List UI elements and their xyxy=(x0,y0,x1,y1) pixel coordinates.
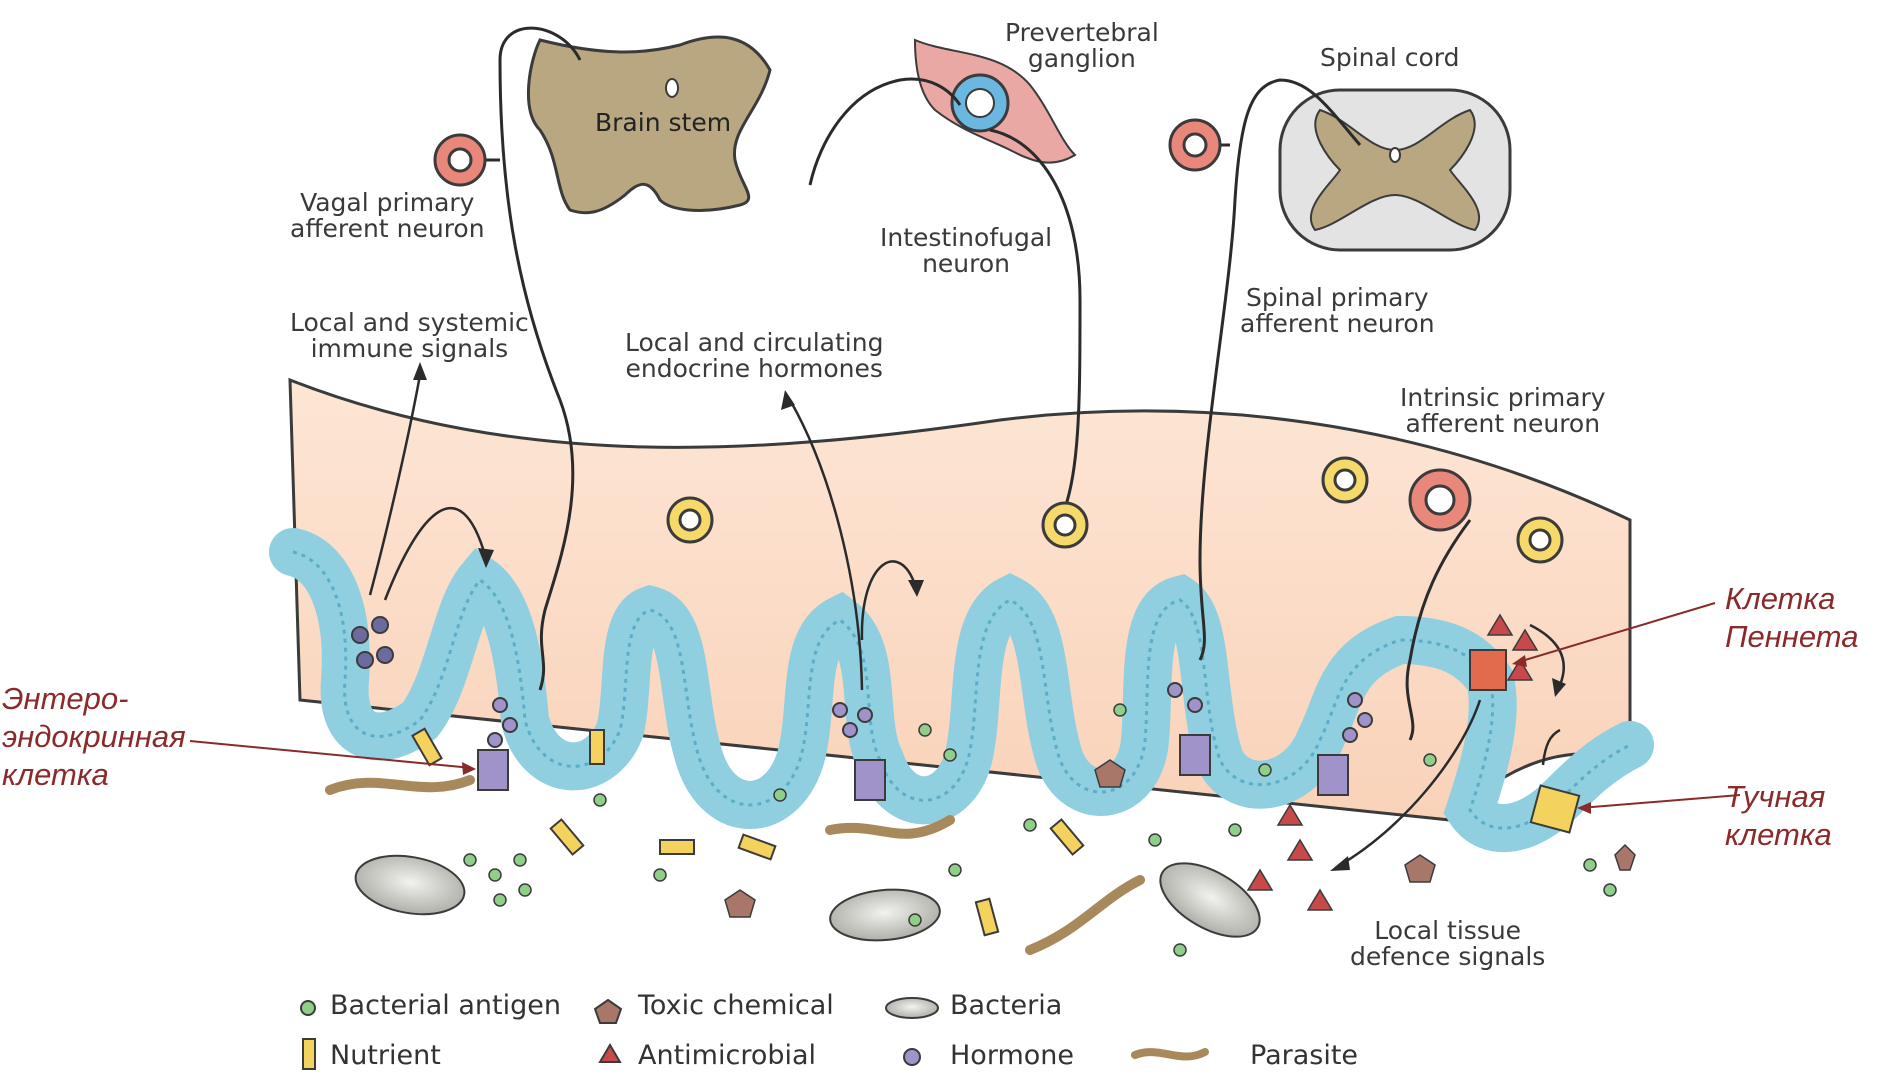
legend-hormone: Hormone xyxy=(950,1040,1074,1071)
intrinsic-neuron-left xyxy=(1323,458,1367,502)
legend-toxic-chemical: Toxic chemical xyxy=(638,990,834,1021)
spinal-central-canal xyxy=(1390,148,1400,162)
legend-antimicrobial: Antimicrobial xyxy=(638,1040,816,1071)
legend-bacterial-antigen: Bacterial antigen xyxy=(330,990,561,1021)
legend-bacteria: Bacteria xyxy=(950,990,1062,1021)
brain-stem-canal xyxy=(666,79,678,97)
label-spinal-cord: Spinal cord xyxy=(1320,45,1460,71)
spinal-afferent-neuron xyxy=(1170,120,1220,170)
paneth-cell xyxy=(1470,650,1506,690)
ganglion-neuron-nucleus xyxy=(966,89,994,117)
intrinsic-neuron-center xyxy=(1410,470,1470,530)
bacteria-group xyxy=(351,848,1272,952)
label-brain-stem: Brain stem xyxy=(595,110,731,136)
vagal-neuron xyxy=(435,135,485,185)
intrinsic-neuron-right xyxy=(1518,518,1562,562)
myenteric-neuron-middle xyxy=(1043,503,1087,547)
legend-parasite: Parasite xyxy=(1250,1040,1358,1071)
legend-nutrient: Nutrient xyxy=(330,1040,441,1071)
myenteric-neuron-left xyxy=(668,498,712,542)
